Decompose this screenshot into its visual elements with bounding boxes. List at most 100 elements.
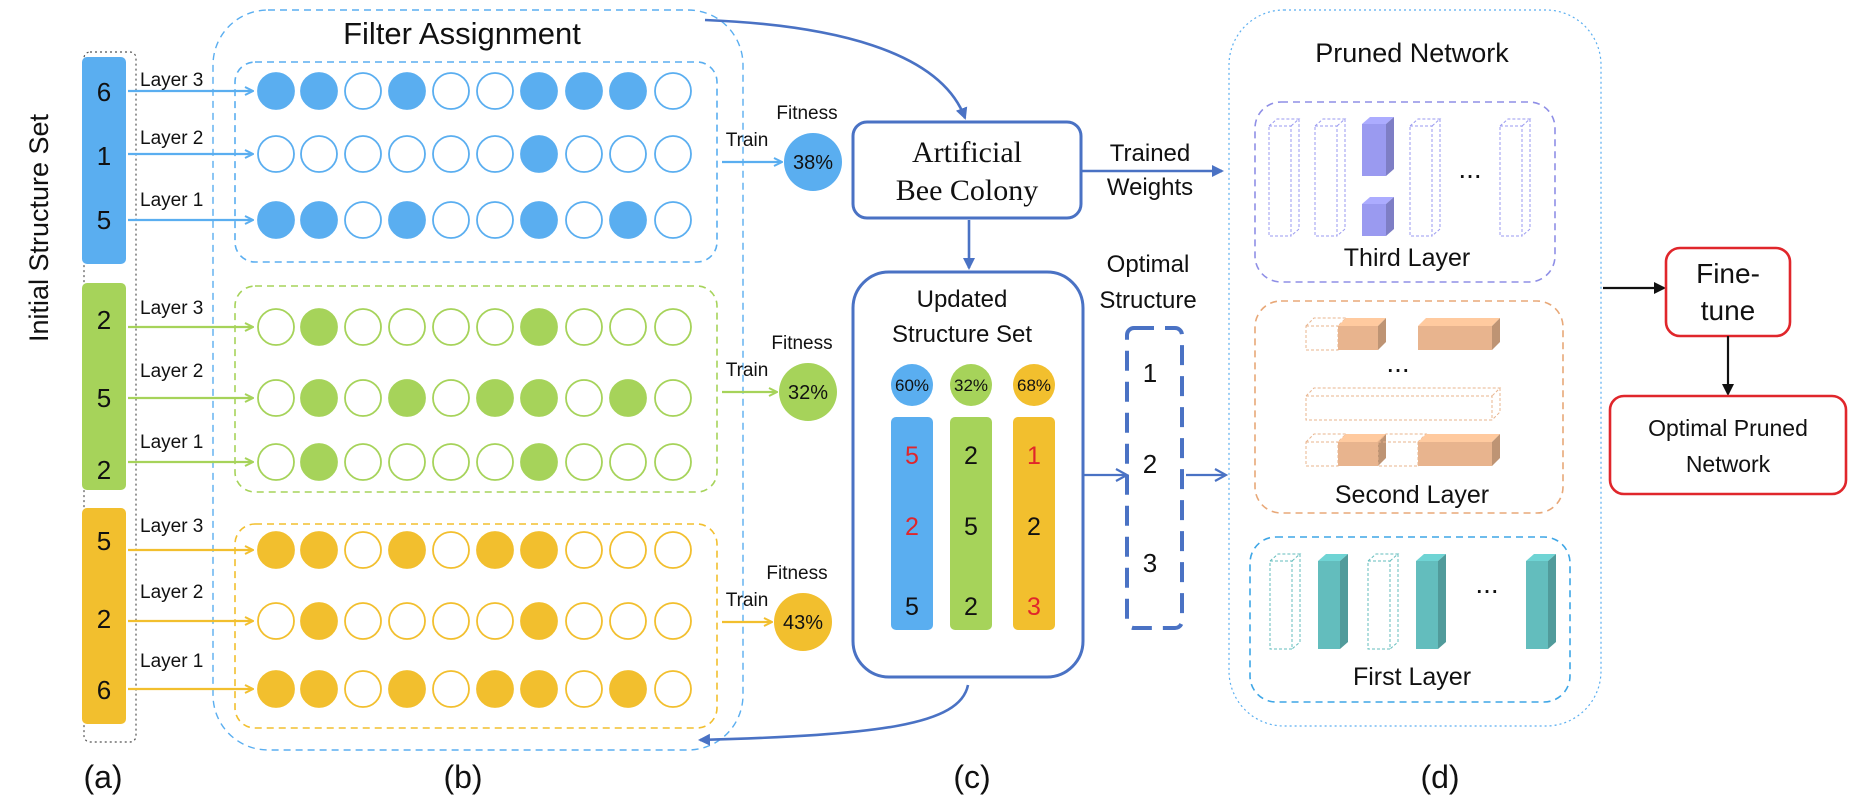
panel-label-a: (a) (83, 759, 122, 795)
optimal-pruned-line2: Network (1686, 451, 1771, 477)
initial-structure-value: 1 (97, 141, 111, 171)
filter-pruned (609, 443, 647, 481)
trained-weights-line2: Weights (1107, 174, 1193, 201)
filter-pruned (609, 308, 647, 346)
filter-to-abc-arrow (704, 18, 968, 120)
initial-structure-set-title: Initial Structure Set (24, 113, 54, 342)
filter-pruned (654, 308, 692, 346)
initial-structure-bar-yellow (82, 508, 126, 724)
initial-structure-value: 5 (97, 526, 111, 556)
layer-label: Layer 3 (140, 516, 203, 537)
pruned-filter-block (1409, 118, 1442, 237)
third-layer-label: Third Layer (1344, 244, 1470, 272)
initial-structure-value: 2 (97, 604, 111, 634)
updated-structure-bar-green (950, 417, 992, 630)
filter-kept (520, 602, 558, 640)
filter-pruned (654, 531, 692, 569)
second-layer-panel: ... Second Layer (1254, 300, 1564, 514)
filter-kept (476, 670, 514, 708)
first-layer-panel: ... First Layer (1249, 536, 1571, 703)
filter-kept (388, 201, 426, 239)
kept-filter-block (1362, 117, 1394, 176)
initial-structure-bar-green (82, 283, 126, 490)
filter-pruned (654, 670, 692, 708)
optimal-structure-value: 3 (1143, 548, 1157, 578)
filter-kept (520, 135, 558, 173)
filter-kept (388, 379, 426, 417)
filter-pruned (344, 135, 382, 173)
layer-label: Layer 2 (140, 128, 203, 149)
filter-kept (520, 72, 558, 110)
third-layer-panel: ... Third Layer (1254, 101, 1556, 283)
updated-fitness-circle-yellow (1013, 364, 1055, 406)
second-layer-label: Second Layer (1335, 481, 1489, 509)
abc-box (851, 120, 1083, 220)
filter-pruned (344, 602, 382, 640)
pruned-filter-block (1305, 387, 1502, 421)
filter-pruned (344, 379, 382, 417)
updated-value: 5 (905, 593, 919, 621)
filter-kept (609, 72, 647, 110)
filter-pruned (344, 670, 382, 708)
abc-section: Artificial Bee Colony Trained Weights Up… (698, 18, 1225, 746)
filter-kept (476, 379, 514, 417)
optimal-structure-line1: Optimal (1107, 251, 1190, 278)
updated-fitness-circle-green (950, 364, 992, 406)
initial-structure-bar-blue (82, 57, 126, 264)
filter-kept (609, 670, 647, 708)
filter-pruned (565, 602, 603, 640)
filter-pruned (344, 531, 382, 569)
finetune-section: Fine- tune Optimal Pruned Network (1603, 246, 1848, 496)
kept-filter-block (1418, 318, 1500, 350)
updated-fitness-value: 32% (954, 376, 988, 395)
second-layer-ellipsis: ... (1386, 347, 1409, 378)
filter-pruned (388, 443, 426, 481)
filter-kept (388, 670, 426, 708)
updated-fitness-value: 68% (1017, 376, 1051, 395)
pruned-filter-block (1367, 553, 1400, 650)
filter-group-yellow (234, 523, 718, 729)
pruned-filter-block (1499, 118, 1532, 237)
filter-pruned (257, 602, 295, 640)
filter-kept (520, 308, 558, 346)
filter-pruned (476, 72, 514, 110)
filter-pruned (388, 602, 426, 640)
filter-pruned (257, 135, 295, 173)
filter-kept (520, 201, 558, 239)
fitness-value: 43% (783, 612, 823, 634)
initial-structure-value: 2 (97, 455, 111, 485)
kept-filter-block (1416, 554, 1446, 649)
filter-pruned (609, 531, 647, 569)
initial-structure-value: 5 (97, 205, 111, 235)
filter-kept (300, 379, 338, 417)
filter-pruned (565, 135, 603, 173)
updated-value: 2 (964, 442, 978, 470)
filter-pruned (432, 72, 470, 110)
pruned-network-title: Pruned Network (1315, 38, 1509, 68)
third-layer-ellipsis: ... (1458, 153, 1481, 184)
filter-pruned (654, 135, 692, 173)
panel-label-b: (b) (443, 759, 482, 795)
layer-label: Layer 2 (140, 582, 203, 603)
filter-pruned (344, 201, 382, 239)
fitness-value: 38% (793, 152, 833, 174)
filter-pruned (654, 201, 692, 239)
filter-pruned (257, 443, 295, 481)
filter-kept (300, 443, 338, 481)
filter-kept (300, 602, 338, 640)
fitness-circle-yellow (774, 593, 832, 651)
optimal-structure-line2: Structure (1099, 287, 1196, 314)
kept-filter-block (1526, 554, 1556, 649)
filter-groups (234, 61, 718, 729)
filter-kept (300, 201, 338, 239)
filter-pruned (654, 602, 692, 640)
fitness-circle-blue (784, 133, 842, 191)
filter-pruned (654, 379, 692, 417)
filter-pruned (388, 308, 426, 346)
filter-kept (300, 670, 338, 708)
optimal-pruned-network-box (1608, 394, 1848, 496)
optimal-pruned-line1: Optimal Pruned (1648, 415, 1808, 441)
filter-pruned (565, 201, 603, 239)
